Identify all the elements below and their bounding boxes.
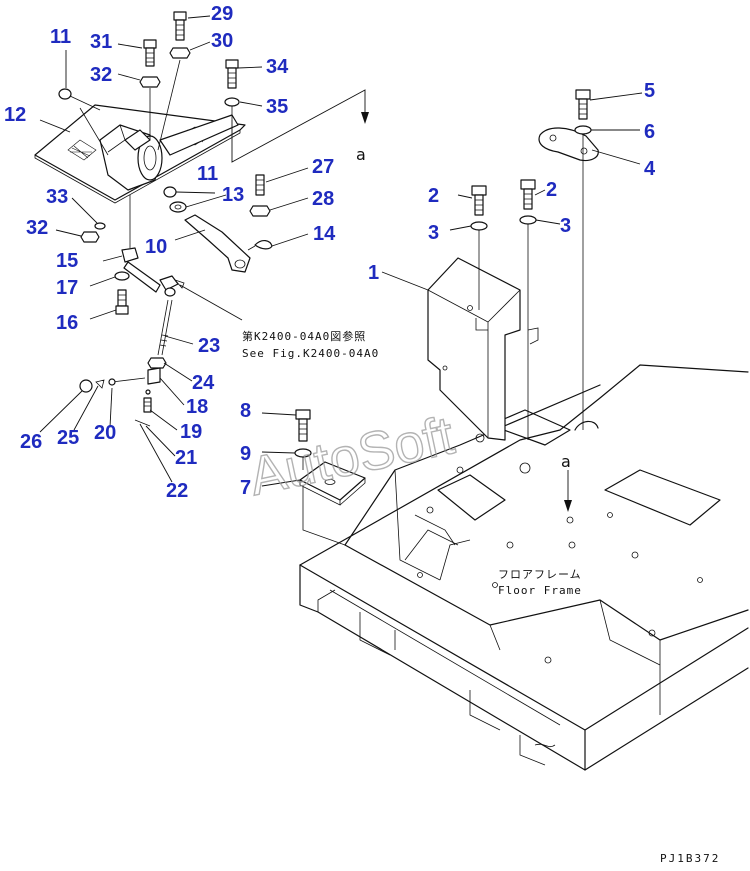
callout-20: 20 xyxy=(94,422,116,444)
callout-25: 25 xyxy=(57,427,79,449)
callout-29: 29 xyxy=(211,3,233,25)
washer-13 xyxy=(169,201,187,213)
nut-11a xyxy=(58,88,72,100)
pin-20 xyxy=(111,377,146,383)
view-arrow-bottom xyxy=(564,500,572,512)
washer-33 xyxy=(94,222,106,230)
bolt-5 xyxy=(575,89,591,120)
rod-23 xyxy=(157,299,173,356)
stud-27 xyxy=(255,174,265,196)
callout-18: 18 xyxy=(186,396,208,418)
washer-6 xyxy=(574,125,592,135)
washer-3b xyxy=(519,215,537,225)
callout-2b: 2 xyxy=(546,179,557,201)
clip-25 xyxy=(95,379,105,389)
callout-4: 4 xyxy=(644,158,656,180)
callout-9: 9 xyxy=(240,443,251,465)
callout-6: 6 xyxy=(644,121,655,143)
part-12-pedal-body xyxy=(99,114,239,191)
view-label-top: a xyxy=(356,145,366,164)
nut-32a xyxy=(139,76,161,88)
callout-21: 21 xyxy=(175,447,197,469)
callout-34: 34 xyxy=(266,56,289,78)
part-7-plate xyxy=(299,461,366,506)
callout-5: 5 xyxy=(644,80,655,102)
nut-28 xyxy=(249,205,271,217)
joint-18 xyxy=(147,367,161,385)
bolt-8 xyxy=(295,409,311,442)
bolt-29 xyxy=(173,11,187,41)
part-15-clevis xyxy=(121,247,179,297)
bolt-34 xyxy=(225,59,239,89)
callout-28: 28 xyxy=(312,188,334,210)
nut-30 xyxy=(169,47,191,59)
view-label-bottom: a xyxy=(561,452,571,471)
callout-31: 31 xyxy=(90,31,112,53)
floor-frame-label-jp: フロアフレーム xyxy=(498,568,582,581)
collar-11b xyxy=(163,186,177,198)
callout-numbers: 1 2 2 3 3 4 5 6 7 8 9 10 11 11 12 13 14 … xyxy=(4,3,656,502)
callout-16: 16 xyxy=(56,312,78,334)
reference-note-en: See Fig.K2400-04A0 xyxy=(242,347,379,360)
callout-1: 1 xyxy=(368,262,379,284)
callout-23: 23 xyxy=(198,335,220,357)
callout-leaders xyxy=(39,15,643,487)
callout-17: 17 xyxy=(56,277,78,299)
spring-19 xyxy=(143,397,152,413)
callout-3b: 3 xyxy=(560,215,571,237)
bolt-2a xyxy=(471,185,487,216)
callout-32a: 32 xyxy=(90,64,112,86)
callout-26: 26 xyxy=(20,431,42,453)
callout-32b: 32 xyxy=(26,217,48,239)
floor-frame-label-en: Floor Frame xyxy=(498,584,582,597)
callout-24: 24 xyxy=(192,372,215,394)
washer-35 xyxy=(224,97,240,107)
part-4-plate xyxy=(538,127,599,162)
callout-14: 14 xyxy=(313,223,336,245)
washer-3a xyxy=(470,221,488,231)
watermark: AutoSoft xyxy=(244,405,459,507)
callout-27: 27 xyxy=(312,156,334,178)
part-10-lever xyxy=(184,214,251,273)
callout-35: 35 xyxy=(266,96,288,118)
callout-13: 13 xyxy=(222,184,244,206)
callout-11a: 11 xyxy=(50,26,71,48)
bolt-31 xyxy=(143,39,157,67)
ball-19 xyxy=(145,389,151,395)
callout-7: 7 xyxy=(240,477,251,499)
bolt-2b xyxy=(520,179,536,210)
pin-14 xyxy=(254,240,273,250)
view-arrow-top xyxy=(361,112,369,124)
callout-22: 22 xyxy=(166,480,188,502)
washer-17 xyxy=(114,271,130,281)
callout-10: 10 xyxy=(145,236,167,258)
callout-2a: 2 xyxy=(428,185,439,207)
callout-12: 12 xyxy=(4,104,26,126)
callout-8: 8 xyxy=(240,400,251,422)
callout-3a: 3 xyxy=(428,222,439,244)
callout-19: 19 xyxy=(180,421,202,443)
callout-11b: 11 xyxy=(197,163,218,185)
bolt-16 xyxy=(115,289,129,315)
callout-33: 33 xyxy=(46,186,68,208)
floor-frame xyxy=(299,364,749,771)
nut-32b xyxy=(80,231,100,243)
nut-24 xyxy=(147,357,167,369)
callout-15: 15 xyxy=(56,250,78,272)
part-1-cover xyxy=(427,257,539,441)
reference-note-jp: 第K2400-04A0図参照 xyxy=(242,329,366,343)
callout-30: 30 xyxy=(211,30,233,52)
nut-26 xyxy=(79,379,93,393)
pin-21 xyxy=(134,419,151,427)
drawing-code: PJ1B372 xyxy=(660,852,720,865)
